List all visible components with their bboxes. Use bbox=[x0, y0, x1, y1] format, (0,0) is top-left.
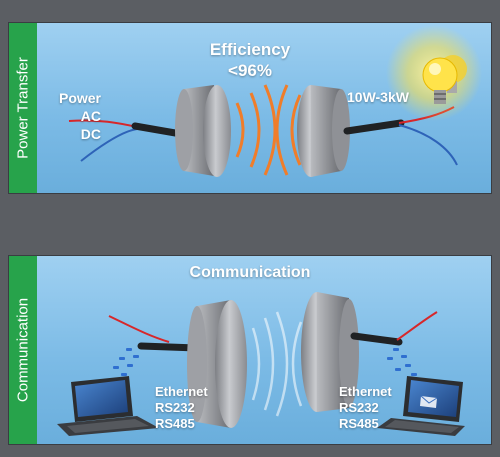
power-label: Power bbox=[58, 90, 101, 106]
right-port-labels: Ethernet RS232 RS485 bbox=[339, 384, 392, 432]
energy-waves bbox=[235, 84, 302, 176]
left-laptop-icon bbox=[57, 376, 159, 436]
right-data-cable bbox=[350, 332, 403, 346]
data-flow-icon bbox=[387, 348, 417, 376]
data-flow-icon bbox=[113, 348, 139, 376]
transmitter-coil bbox=[175, 85, 231, 177]
right-coupler-disc bbox=[301, 292, 359, 412]
efficiency-label: Efficiency <96% bbox=[9, 39, 491, 81]
port-label: RS485 bbox=[339, 416, 379, 431]
power-input-labels: Power AC DC bbox=[49, 89, 101, 143]
red-data-wire bbox=[396, 311, 438, 341]
right-cable bbox=[343, 119, 405, 135]
port-label: RS232 bbox=[155, 400, 195, 415]
communication-panel: Communication Communication Ethernet RS2… bbox=[8, 255, 492, 445]
port-label: RS485 bbox=[155, 416, 195, 431]
right-laptop-icon bbox=[377, 376, 465, 436]
port-label: RS232 bbox=[339, 400, 379, 415]
receiver-coil bbox=[297, 85, 350, 177]
side-label: Communication bbox=[14, 297, 32, 403]
power-transfer-illustration bbox=[68, 25, 482, 177]
communication-title: Communication bbox=[189, 264, 311, 281]
power-range-label: 10W-3kW bbox=[347, 89, 409, 105]
efficiency-value: <96% bbox=[228, 61, 272, 80]
side-tab: Power Transfer bbox=[9, 23, 37, 193]
dc-label: DC bbox=[80, 126, 101, 142]
light-bulb-icon bbox=[386, 25, 482, 121]
left-port-labels: Ethernet RS232 RS485 bbox=[155, 384, 208, 432]
blue-input-wire bbox=[80, 128, 138, 162]
side-tab: Communication bbox=[9, 256, 37, 444]
port-label: Ethernet bbox=[339, 384, 392, 399]
left-coupler-disc bbox=[187, 300, 247, 428]
red-data-wire bbox=[108, 315, 170, 343]
communication-illustration bbox=[57, 292, 465, 436]
blue-output-wire bbox=[398, 124, 458, 166]
ac-label: AC bbox=[80, 108, 101, 124]
signal-waves bbox=[251, 311, 303, 417]
efficiency-title: Efficiency bbox=[209, 40, 291, 59]
power-transfer-panel: Power Transfer Efficiency <96% Power AC … bbox=[8, 22, 492, 194]
port-label: Ethernet bbox=[155, 384, 208, 399]
